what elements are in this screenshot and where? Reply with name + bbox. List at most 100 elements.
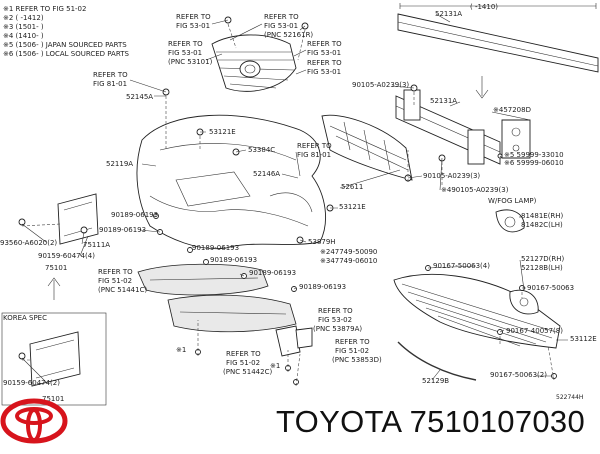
part-label-l67: 75111A bbox=[83, 241, 110, 249]
part-label-l68: 90159-60474(4) bbox=[38, 252, 95, 260]
part-label-l48: 90105-A0239(3) bbox=[352, 81, 409, 89]
part-label-l15: 52145A bbox=[126, 93, 153, 101]
molding-52129B bbox=[397, 341, 477, 381]
reinforcement-52131A bbox=[395, 89, 501, 165]
legend-line-4: ※4 (1410- ) bbox=[3, 32, 44, 40]
part-label-l51: ※5 59999-33010 bbox=[504, 151, 564, 159]
part-label-l42: REFER TO bbox=[226, 350, 261, 358]
part-label-l30: 90189-06193 bbox=[210, 256, 257, 264]
part-label-l21: 52146A bbox=[253, 170, 280, 178]
part-label-l27: 90189-06193 bbox=[192, 244, 239, 252]
part-label-l14: FIG 81-01 bbox=[93, 80, 127, 88]
part-label-l17: 53384C bbox=[248, 146, 275, 154]
part-label-l22: 52611 bbox=[341, 183, 363, 191]
part-label-l25: 90189-06193 bbox=[99, 226, 146, 234]
part-label-l72: 75101 bbox=[42, 395, 64, 403]
part-label-l35: 90189-06193 bbox=[299, 283, 346, 291]
part-label-l46: ※1 bbox=[270, 362, 280, 370]
down-arrow-right bbox=[475, 76, 489, 99]
part-label-l10: FIG 53-01 bbox=[307, 49, 341, 57]
absorber-52611 bbox=[321, 114, 413, 181]
part-label-l13: REFER TO bbox=[93, 71, 128, 79]
part-label-l26: 53879H bbox=[308, 238, 336, 246]
part-label-l45: ※1 bbox=[176, 346, 186, 354]
part-label-l6: REFER TO bbox=[168, 40, 203, 48]
part-label-l52: ※6 59999-06010 bbox=[504, 159, 564, 167]
part-label-l49: 52131A bbox=[430, 97, 457, 105]
part-label-l69: 75101 bbox=[45, 264, 67, 272]
part-label-l44: (PNC 51442C) bbox=[223, 368, 272, 376]
license-up-arrow bbox=[47, 277, 61, 300]
part-label-l31: REFER TO bbox=[98, 268, 133, 276]
part-label-l18: 52119A bbox=[106, 160, 133, 168]
part-label-l63: 53112E bbox=[570, 335, 597, 343]
part-label-l55: W/FOG LAMP) bbox=[488, 197, 537, 205]
part-label-l16: 53121E bbox=[209, 128, 236, 136]
part-label-l64: 90167-50063(2) bbox=[490, 371, 547, 379]
part-label-l54: ※490105-A0239(3) bbox=[441, 186, 509, 194]
part-label-l39: REFER TO bbox=[335, 338, 370, 346]
part-label-l24: 90189-06193 bbox=[111, 211, 158, 219]
reinforcement-52131A-top: ( -1410) bbox=[397, 3, 599, 73]
fog-lamp-parts bbox=[495, 209, 539, 315]
part-label-l7: FIG 53-01 bbox=[168, 49, 202, 57]
part-label-l4: FIG 53-01 bbox=[264, 22, 298, 30]
part-label-l19: REFER TO bbox=[297, 142, 332, 150]
part-label-l8: (PNC 53101) bbox=[168, 58, 213, 66]
dim-label: ( -1410) bbox=[470, 3, 498, 11]
undercover-51441C bbox=[137, 263, 269, 296]
part-label-l1: REFER TO bbox=[176, 13, 211, 21]
diagram-id: 522744H bbox=[556, 394, 583, 401]
part-label-l66: 93560-A6020(2) bbox=[0, 239, 57, 247]
part-label-l43: FIG 51-02 bbox=[226, 359, 260, 367]
part-label-l38: (PNC 53879A) bbox=[313, 325, 362, 333]
part-label-l56: 81481E(RH) bbox=[521, 212, 564, 220]
part-label-l61: 90167-50063 bbox=[527, 284, 574, 292]
bracket-57208D bbox=[501, 119, 531, 159]
part-label-l3: REFER TO bbox=[264, 13, 299, 21]
upper-grille bbox=[211, 34, 297, 92]
bumper-cover-52119A bbox=[136, 114, 326, 250]
part-label-l57: 81482C(LH) bbox=[521, 221, 563, 229]
part-label-l28: ※247749-50090 bbox=[320, 248, 377, 256]
part-label-l58: 52127D(RH) bbox=[521, 255, 565, 263]
part-label-l23: 53121E bbox=[339, 203, 366, 211]
part-label-l60: 90167-50063(4) bbox=[433, 262, 490, 270]
part-label-l32: FIG 51-02 bbox=[98, 277, 132, 285]
legend: ※1 REFER TO FIG 51-02 ※2 ( -1412) ※3 (15… bbox=[3, 5, 129, 58]
part-label-l37: FIG 53-02 bbox=[318, 316, 352, 324]
lower-grille-53112E bbox=[393, 273, 561, 349]
part-label-l2: FIG 53-01 bbox=[176, 22, 210, 30]
legend-line-5: ※5 (1506- ) JAPAN SOURCED PARTS bbox=[3, 41, 127, 49]
part-label-l40: FIG 51-02 bbox=[335, 347, 369, 355]
brand-part-number: TOYOTA 7510107030 bbox=[276, 404, 585, 439]
part-label-l12: FIG 53-01 bbox=[307, 68, 341, 76]
legend-line-3: ※3 (1501- ) bbox=[3, 23, 44, 31]
small-brackets bbox=[275, 325, 313, 357]
part-label-l41: (PNC 53853D) bbox=[332, 356, 382, 364]
part-label-l70: KOREA SPEC bbox=[3, 314, 47, 322]
part-label-l50: ※457208D bbox=[493, 106, 531, 114]
part-label-l59: 52128B(LH) bbox=[521, 264, 563, 272]
part-label-l53: 90105-A0239(3) bbox=[423, 172, 480, 180]
legend-line-2: ※2 ( -1412) bbox=[3, 14, 44, 22]
part-label-l9: REFER TO bbox=[307, 40, 342, 48]
part-label-l47: 52131A bbox=[435, 10, 462, 18]
part-label-l62: 90167-40057(8) bbox=[506, 327, 563, 335]
part-label-l11: REFER TO bbox=[307, 59, 342, 67]
part-label-l29: ※347749-06010 bbox=[320, 257, 377, 265]
toyota-logo-icon bbox=[0, 398, 68, 444]
part-label-l36: REFER TO bbox=[318, 307, 353, 315]
undercover-51442C bbox=[167, 294, 297, 333]
part-label-l20: FIG 81-01 bbox=[297, 151, 331, 159]
part-label-l5: (PNC 52161R) bbox=[264, 31, 313, 39]
legend-line-6: ※6 (1506- ) LOCAL SOURCED PARTS bbox=[3, 50, 129, 58]
part-label-l71: 90159-60474(2) bbox=[3, 379, 60, 387]
part-label-l65: 52129B bbox=[422, 377, 449, 385]
part-label-l33: (PNC 51441C) bbox=[98, 286, 147, 294]
korea-spec-box bbox=[1, 312, 107, 406]
legend-line-1: ※1 REFER TO FIG 51-02 bbox=[3, 5, 86, 13]
